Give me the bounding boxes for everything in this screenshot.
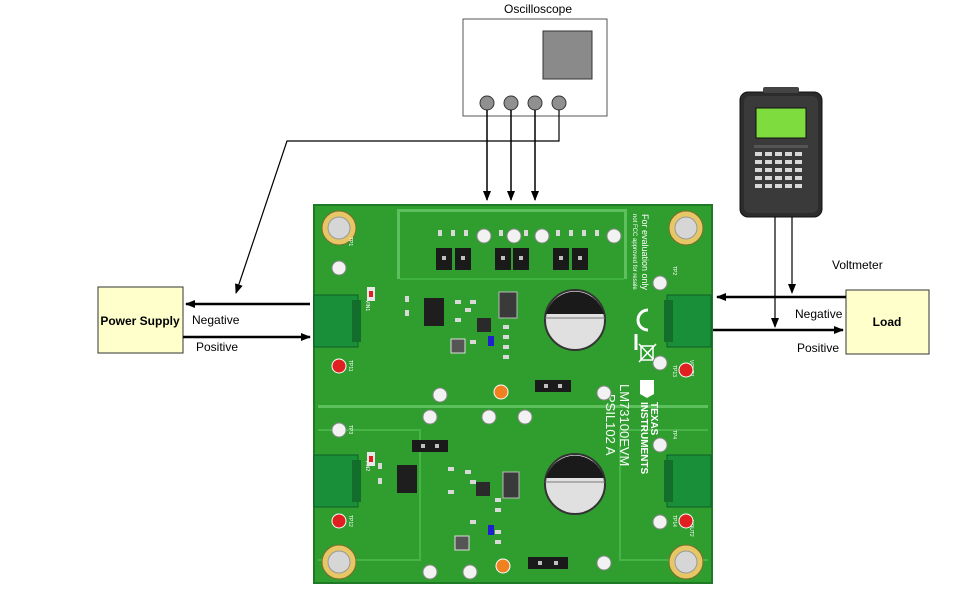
board-brand-line1: TEXAS — [648, 402, 659, 436]
oscilloscope: Oscilloscope — [462, 2, 608, 117]
input-connector-1 — [313, 294, 361, 348]
capacitor-c11 — [544, 453, 606, 515]
orange-test-point — [493, 384, 509, 400]
board-rev: PSIL102 A — [603, 394, 618, 456]
red-test-point — [678, 362, 694, 378]
label-vin1: VIN1 — [364, 300, 370, 311]
scope-probe-3 — [527, 95, 543, 111]
load-box — [845, 289, 930, 355]
ti-logo — [640, 380, 654, 398]
load-label: Load — [873, 315, 902, 329]
weee-symbol — [640, 345, 654, 361]
red-test-point — [331, 358, 347, 374]
voltmeter-screen — [755, 107, 807, 139]
board-brand-line2: INSTRUMENTS — [638, 402, 649, 475]
tp-label-top-1: TP1 — [347, 237, 353, 246]
orange-test-point — [495, 558, 511, 574]
scope-probe-1 — [479, 95, 495, 111]
load: Load Negative Positive — [795, 289, 930, 355]
tp-label-top-2: TP2 — [671, 266, 677, 275]
power-supply: Power Supply Negative Positive — [97, 286, 240, 354]
output-connector-1 — [664, 294, 712, 348]
voltmeter: Voltmeter — [739, 87, 883, 272]
supply-negative-label: Negative — [192, 313, 240, 327]
load-negative-label: Negative — [795, 307, 843, 321]
board-notice-line1: For evaluation only — [640, 214, 650, 291]
ic-components — [367, 287, 520, 551]
evm-board: CE For evaluation only not FCC approved … — [313, 204, 713, 584]
red-test-point — [678, 513, 694, 529]
capacitor-c3 — [544, 289, 606, 351]
probe-wire-4 — [235, 110, 560, 294]
board-notice-line2: not FCC approved for resale — [631, 214, 637, 290]
oscilloscope-screen — [542, 30, 593, 80]
tp-label-bottom-3: TP13 — [671, 365, 677, 377]
label-vout2: VOUT2 — [688, 520, 694, 537]
test-points — [331, 228, 668, 580]
tp-label-bottom-4: TP14 — [671, 515, 677, 527]
tp-label-top-4: TP4 — [671, 430, 677, 439]
power-supply-label: Power Supply — [100, 314, 180, 328]
red-test-point — [331, 513, 347, 529]
ce-mark: CE — [632, 308, 649, 350]
svg-text:CE: CE — [632, 331, 634, 333]
tp-label-top-3: TP3 — [347, 425, 353, 434]
voltmeter-label: Voltmeter — [832, 258, 883, 272]
mounting-holes — [321, 210, 704, 580]
scope-probe-4 — [551, 95, 567, 111]
output-connector-2 — [664, 454, 712, 508]
power-supply-box — [97, 286, 184, 354]
tp-label-bottom-2: TP12 — [347, 515, 353, 527]
supply-positive-label: Positive — [196, 340, 238, 354]
tp-label-bottom-1: TP11 — [347, 360, 353, 372]
input-connector-2 — [313, 454, 361, 508]
board-model: LM73100EVM — [617, 384, 632, 466]
voltmeter-keypad — [755, 152, 802, 188]
passive-components — [378, 230, 599, 544]
scope-probe-2 — [503, 95, 519, 111]
load-positive-label: Positive — [797, 341, 839, 355]
oscilloscope-label: Oscilloscope — [504, 2, 572, 16]
wiring — [183, 110, 846, 341]
